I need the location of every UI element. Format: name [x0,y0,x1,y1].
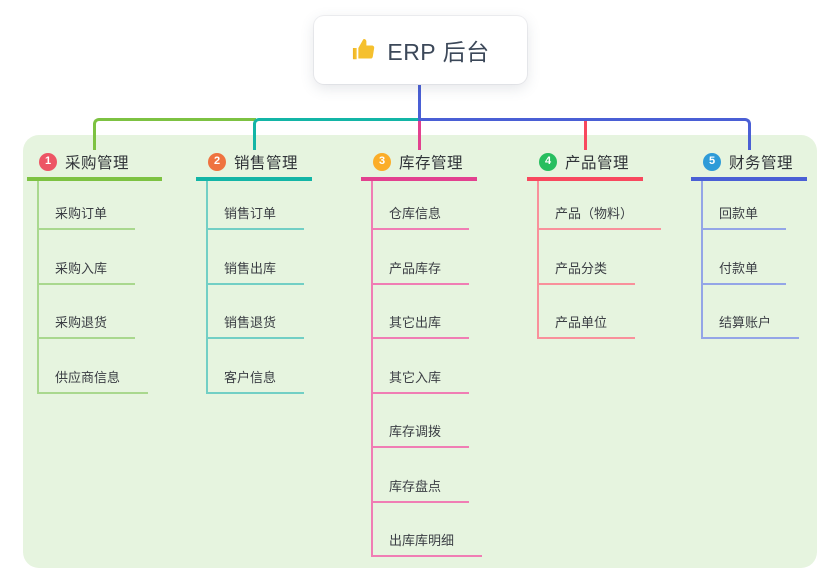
child-node[interactable]: 其它入库 [371,367,470,394]
child-node[interactable]: 采购订单 [37,203,136,230]
child-node-row: 供应商信息 [37,339,162,394]
child-node-row: 回款单 [701,181,807,230]
child-node-row: 产品单位 [537,285,661,339]
child-node-row: 销售退货 [206,285,312,339]
child-node-row: 产品分类 [537,230,661,285]
child-node[interactable]: 客户信息 [206,367,305,394]
branch-children: 采购订单采购入库采购退货供应商信息 [37,181,162,394]
branch-node-5: 5 财务管理回款单付款单结算账户 [691,146,807,339]
child-node-row: 其它入库 [371,339,482,394]
child-node[interactable]: 付款单 [701,258,787,285]
branch-label: 财务管理 [729,154,794,172]
branch-node-3: 3 库存管理仓库信息产品库存其它出库其它入库库存调拨库存盘点出库库明细 [361,146,483,557]
branch-number-badge: 1 [39,152,57,171]
child-node[interactable]: 库存盘点 [371,476,470,503]
branch-label: 库存管理 [399,154,464,172]
child-node-row: 库存盘点 [371,448,482,503]
child-node-row: 库存调拨 [371,394,482,448]
connector-branch-4 [583,121,587,150]
child-node[interactable]: 供应商信息 [37,367,149,394]
child-node[interactable]: 出库库明细 [371,530,483,557]
branch-children: 销售订单销售出库销售退货客户信息 [206,181,312,394]
child-node-row: 出库库明细 [371,503,483,557]
connector-branch-5 [417,118,751,150]
branch-head-5[interactable]: 5 财务管理 [691,146,807,181]
child-node-row: 采购退货 [37,285,162,339]
branch-head-4[interactable]: 4 产品管理 [527,146,643,181]
branch-node-4: 4 产品管理产品（物料） 产品分类产品单位 [527,146,662,339]
child-node[interactable]: 产品分类 [537,258,636,285]
child-node-row: 销售订单 [206,181,312,230]
child-node[interactable]: 销售退货 [206,312,305,339]
thumbs-up-icon [351,37,377,63]
branch-number-badge: 5 [703,152,721,171]
connector-branch-3 [417,121,421,150]
child-node-row: 采购订单 [37,181,162,230]
branch-children: 产品（物料） 产品分类产品单位 [537,181,662,339]
child-node[interactable]: 产品（物料） [537,203,662,230]
root-node-label: ERP 后台 [387,39,490,65]
child-node[interactable]: 销售订单 [206,203,305,230]
branch-node-2: 2 销售管理销售订单销售出库销售退货客户信息 [196,146,312,394]
child-node-row: 产品（物料） [537,181,662,230]
branch-label: 销售管理 [234,154,299,172]
branch-head-2[interactable]: 2 销售管理 [196,146,312,181]
branch-number-badge: 4 [539,152,557,171]
child-node-row: 客户信息 [206,339,312,394]
child-node[interactable]: 其它出库 [371,312,470,339]
branch-children: 仓库信息产品库存其它出库其它入库库存调拨库存盘点出库库明细 [371,181,483,557]
branch-label: 采购管理 [65,154,130,172]
child-node[interactable]: 库存调拨 [371,421,470,448]
child-node[interactable]: 采购退货 [37,312,136,339]
branches-panel [23,135,817,568]
child-node[interactable]: 销售出库 [206,258,305,285]
branch-children: 回款单付款单结算账户 [701,181,807,339]
child-node[interactable]: 产品单位 [537,312,636,339]
child-node[interactable]: 采购入库 [37,258,136,285]
branch-number-badge: 2 [208,152,226,171]
branch-node-1: 1 采购管理采购订单采购入库采购退货供应商信息 [27,146,162,394]
root-node[interactable]: ERP 后台 [314,16,527,84]
branch-label: 产品管理 [565,154,630,172]
child-node-row: 结算账户 [701,285,807,339]
child-node-row: 产品库存 [371,230,482,285]
child-node-row: 采购入库 [37,230,162,285]
child-node-row: 仓库信息 [371,181,482,230]
branch-head-1[interactable]: 1 采购管理 [27,146,162,181]
child-node-row: 销售出库 [206,230,312,285]
connector-root-stub [417,84,421,121]
child-node-row: 其它出库 [371,285,482,339]
connector-branch-1 [93,118,256,150]
child-node[interactable]: 产品库存 [371,258,470,285]
child-node[interactable]: 回款单 [701,203,787,230]
child-node[interactable]: 结算账户 [701,312,800,339]
child-node[interactable]: 仓库信息 [371,203,470,230]
branch-head-3[interactable]: 3 库存管理 [361,146,477,181]
branch-number-badge: 3 [373,152,391,171]
child-node-row: 付款单 [701,230,807,285]
connector-branch-2 [252,118,421,150]
